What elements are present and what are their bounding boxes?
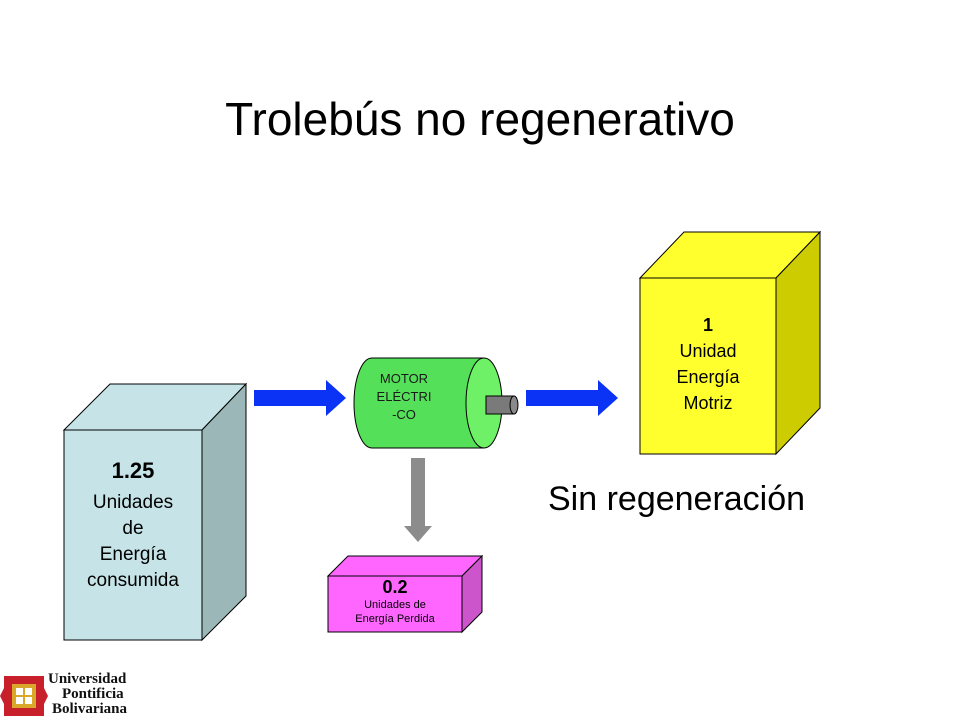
- university-logo-icon: [0, 676, 48, 716]
- consumed-line: consumida: [87, 570, 179, 591]
- motriz-line: Unidad: [679, 341, 737, 361]
- lost-line: Unidades de: [364, 599, 426, 611]
- lost-energy-value: 0.2: [382, 577, 408, 597]
- motive-energy-label: 1 Unidad Energía Motriz: [640, 312, 776, 416]
- loss-arrow: [404, 458, 432, 542]
- motive-energy-value: 1: [702, 315, 713, 335]
- motive-energy-box: [638, 230, 822, 456]
- output-arrow: [526, 380, 618, 416]
- electric-motor: [353, 357, 519, 449]
- motor-line: ELÉCTRI: [376, 389, 432, 404]
- logo-line: Bolivariana: [52, 701, 128, 717]
- motor-line: -CO: [392, 407, 416, 422]
- logo-line: Universidad: [48, 671, 127, 687]
- motriz-line: Motriz: [683, 393, 733, 413]
- consumed-energy-box: [62, 382, 248, 642]
- consumed-box-side: [201, 382, 247, 642]
- lost-energy-label: 0.2 Unidades de Energía Perdida: [328, 576, 462, 626]
- slide-title: Trolebús no regenerativo: [225, 93, 735, 145]
- consumed-line: Unidades: [92, 492, 174, 513]
- university-logo-text: Universidad Pontificia Bolivariana: [48, 672, 127, 717]
- consumed-energy-value: 1.25: [111, 458, 155, 483]
- lost-box-top: [326, 555, 484, 577]
- lost-box-front: [327, 575, 463, 633]
- consumed-line: Energía: [99, 544, 167, 565]
- motriz-line: Energía: [676, 367, 740, 387]
- input-arrow: [254, 380, 346, 416]
- slide-subtitle: Sin regeneración: [548, 480, 806, 518]
- motriz-box-front: [639, 277, 777, 455]
- motor-body: [353, 357, 485, 449]
- motor-line: MOTOR: [379, 371, 429, 386]
- lost-line: Energía Perdida: [355, 613, 435, 625]
- lost-energy-box: [326, 554, 484, 634]
- motor-label: MOTOR ELÉCTRI -CO: [354, 370, 454, 424]
- consumed-line: de: [122, 518, 144, 539]
- consumed-box-front: [63, 429, 203, 641]
- consumed-energy-label: 1.25 Unidades de Energía consumida: [64, 458, 202, 594]
- motor-shaft-end: [509, 395, 519, 415]
- logo-line: Pontificia: [62, 686, 124, 702]
